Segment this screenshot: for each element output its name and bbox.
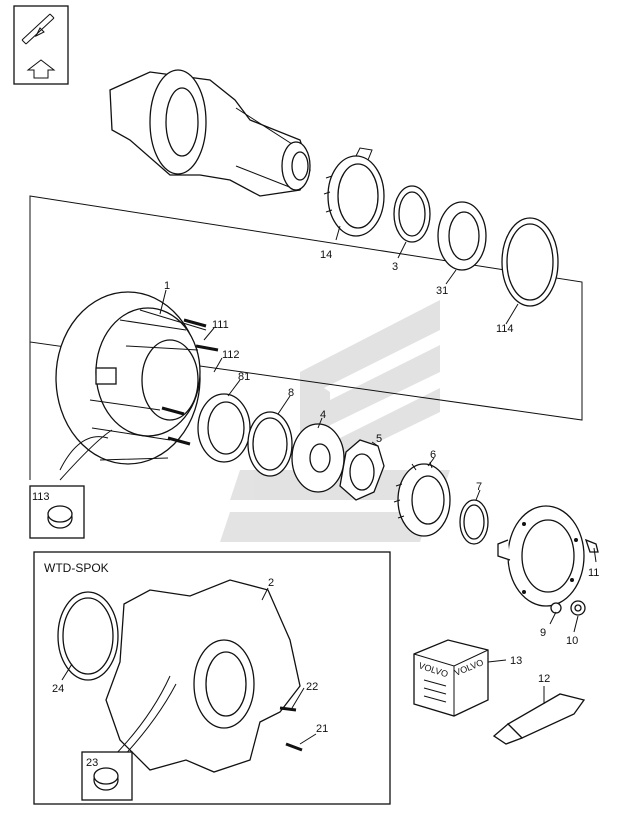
label-1: 1 [164,280,170,292]
label-113: 113 [32,491,50,503]
wheel-hub-1 [55,291,219,481]
label-31: 31 [436,285,448,297]
o-ring-3 [393,185,431,243]
washer-9 [550,602,562,614]
leader-lines [61,225,597,745]
label-112: 112 [222,349,240,361]
axle-housing [109,69,311,197]
label-111: 111 [212,319,229,331]
label-4: 4 [320,409,326,421]
label-6: 6 [430,449,436,461]
label-114: 114 [496,323,514,335]
seal-81 [197,393,251,463]
label-11: 11 [588,567,599,579]
bolt-11 [584,538,599,553]
tube-12 [492,693,586,745]
label-3: 3 [392,261,398,273]
arrow-up-icon[interactable] [13,5,69,85]
label-13: 13 [510,655,522,667]
exploded-view-frame [29,195,583,480]
end-cover [497,505,585,607]
label-14: 14 [320,249,332,261]
label-10: 10 [566,635,578,647]
label-8: 8 [288,387,294,399]
label-81: 81 [238,371,250,383]
lock-ring-14 [323,147,385,237]
label-21: 21 [316,723,328,735]
volvo-box-13 [413,639,489,717]
label-12: 12 [538,673,550,685]
nut-5 [339,439,385,501]
gear-ring-6 [393,461,451,537]
circlip-7 [459,499,489,545]
label-5: 5 [376,433,382,445]
label-7: 7 [476,481,482,493]
ring-8 [247,411,293,477]
plug-113-detail [29,485,85,539]
label-9: 9 [540,627,546,639]
seal-31 [437,201,487,271]
ring-114 [501,217,559,307]
washer-4 [291,423,345,493]
label-22: 22 [306,681,318,693]
inset-title: WTD-SPOK [44,561,109,575]
label-23: 23 [86,757,98,769]
nut-10 [570,600,586,616]
inset-wtd-spok [33,551,391,805]
label-2: 2 [268,577,274,589]
label-24: 24 [52,683,64,695]
